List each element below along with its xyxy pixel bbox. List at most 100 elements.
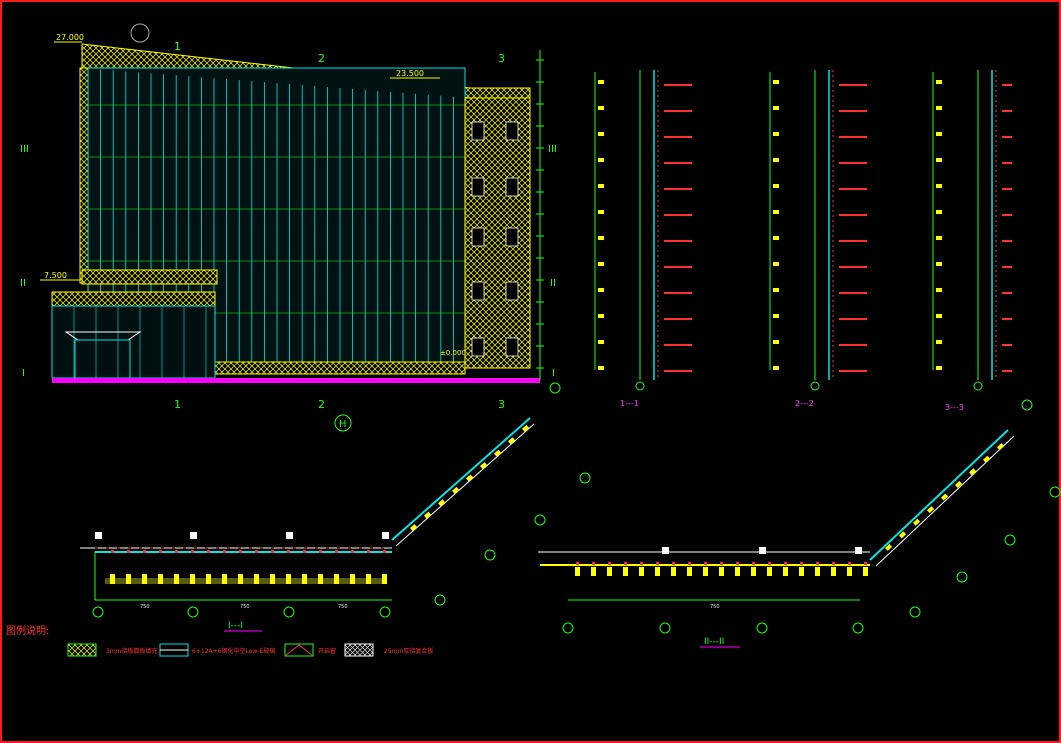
plan-ii-anchor: [864, 562, 867, 565]
plan-i-anchor: [191, 550, 194, 553]
grid-bottom-3: 3: [498, 398, 505, 411]
grid-top-1: 1: [174, 40, 181, 53]
plan-i-anchor: [143, 550, 146, 553]
plan-i-axis-bubble: [434, 594, 446, 606]
detail-callout: [839, 370, 867, 372]
plan-ii-unit: [767, 567, 772, 576]
plan-ii-anchor: [720, 562, 723, 565]
plan-i-axis-bubble: [534, 514, 546, 526]
detail-dim-mark: [598, 366, 604, 370]
plan-i-anchor: [207, 550, 210, 553]
section-mark-right-ii: II: [550, 278, 556, 289]
section-mark-right-iii: III: [548, 144, 557, 155]
plan-ii-diag-unit: [955, 480, 963, 488]
plan-i-anchor: [223, 550, 226, 553]
plan-i-anchor: [303, 550, 306, 553]
plan-i-unit: [382, 574, 387, 584]
section-mark-left-i: I: [22, 368, 25, 379]
axis-bubble-label: H: [339, 419, 347, 430]
plan-ii-unit: [751, 567, 756, 576]
vertical-section-details: [594, 70, 1012, 391]
plan-ii-anchor: [816, 562, 819, 565]
detail-callout: [664, 162, 692, 164]
plan-i-unit: [286, 574, 291, 584]
level-low: 7.500: [44, 271, 67, 280]
legend: 图例说明: 3mm铝板面板填充 6+12A+6钢化中空Low-E玻璃 开启窗 2…: [6, 624, 433, 657]
legend-label-2: 6+12A+6钢化中空Low-E玻璃: [192, 647, 275, 655]
detail-callout: [1002, 240, 1012, 242]
plan-ii-anchor: [608, 562, 611, 565]
mid-panel-band: [81, 269, 218, 285]
plan-ii-column: [855, 547, 862, 554]
detail-dim-mark: [773, 210, 779, 214]
plan-ii-unit: [799, 567, 804, 576]
plan-ii-diag-unit: [940, 493, 949, 501]
tower-window: [471, 177, 485, 197]
detail-dim-mark: [773, 340, 779, 344]
detail-callout: [1002, 214, 1012, 216]
detail-callout: [839, 318, 867, 320]
plan-ii-anchor: [576, 562, 579, 565]
detail-callout: [839, 344, 867, 346]
plan-dim-2: 750: [240, 604, 250, 610]
plan-i-unit: [174, 574, 179, 584]
detail-callout: [1002, 344, 1012, 346]
detail-callout: [1002, 162, 1012, 164]
legend-swatch-triangle: [284, 643, 314, 657]
plan-i-anchor: [159, 550, 162, 553]
plan-ii-unit: [623, 567, 628, 576]
plan-section-ii: II---II: [538, 399, 1061, 648]
plan-i-unit: [158, 574, 163, 584]
detail-callout: [664, 84, 692, 86]
tower-window: [505, 121, 519, 141]
plan-dim-4: 750: [710, 604, 720, 610]
detail-title-3: 3---3: [945, 403, 964, 412]
detail-title-2: 2---2: [795, 399, 814, 408]
plan-i-axis-bubble: [484, 549, 496, 561]
plan-ii-anchor: [704, 562, 707, 565]
detail-dim-mark: [773, 158, 779, 162]
detail-dim-mark: [936, 288, 942, 292]
plan-i-unit: [350, 574, 355, 584]
detail-dim-mark: [936, 236, 942, 240]
detail-title-1: 1---1: [620, 399, 639, 408]
detail-callout: [1002, 110, 1012, 112]
plan-ii-diag-unit: [898, 531, 907, 539]
bottom-panel-band: [214, 361, 466, 375]
plan-ii-anchor: [672, 562, 675, 565]
plan-i-axis-bubble: [549, 382, 561, 394]
detail-callout: [839, 162, 867, 164]
plan-ii-anchor: [640, 562, 643, 565]
plan-i-diag-unit: [409, 524, 418, 532]
legend-swatch-glass-line: [159, 643, 189, 657]
plan-i-unit: [254, 574, 259, 584]
detail-section: [769, 70, 867, 391]
axis-bubble-h: [334, 414, 352, 432]
plan-i-axes: [92, 382, 591, 618]
legend-title: 图例说明:: [6, 624, 49, 637]
detail-axis-bubble: [973, 381, 983, 391]
detail-dim-mark: [936, 262, 942, 266]
plan-dim-1: 750: [140, 604, 150, 610]
plan-ii-diag-unit: [913, 518, 921, 526]
detail-axis-bubble: [810, 381, 820, 391]
detail-callout: [839, 240, 867, 242]
plan-ii-unit: [607, 567, 612, 576]
detail-dim-mark: [773, 106, 779, 110]
plan-ii-unit: [719, 567, 724, 576]
plan-ii-axis-bubble: [909, 606, 921, 618]
detail-dim-mark: [773, 184, 779, 188]
plan-i-diag-unit: [452, 486, 460, 494]
detail-callout: [664, 318, 692, 320]
plan-i-anchor: [255, 550, 258, 553]
plan-ii-axes: [562, 399, 1061, 634]
detail-callout: [664, 370, 692, 372]
plan-ii-unit: [831, 567, 836, 576]
detail-callout: [1002, 136, 1012, 138]
tower-window: [471, 337, 485, 357]
plan-i-column: [286, 532, 293, 539]
detail-dim-mark: [936, 314, 942, 318]
plan-i-anchor: [271, 550, 274, 553]
plan-i-unit: [238, 574, 243, 584]
legend-label-1: 3mm铝板面板填充: [106, 647, 158, 655]
